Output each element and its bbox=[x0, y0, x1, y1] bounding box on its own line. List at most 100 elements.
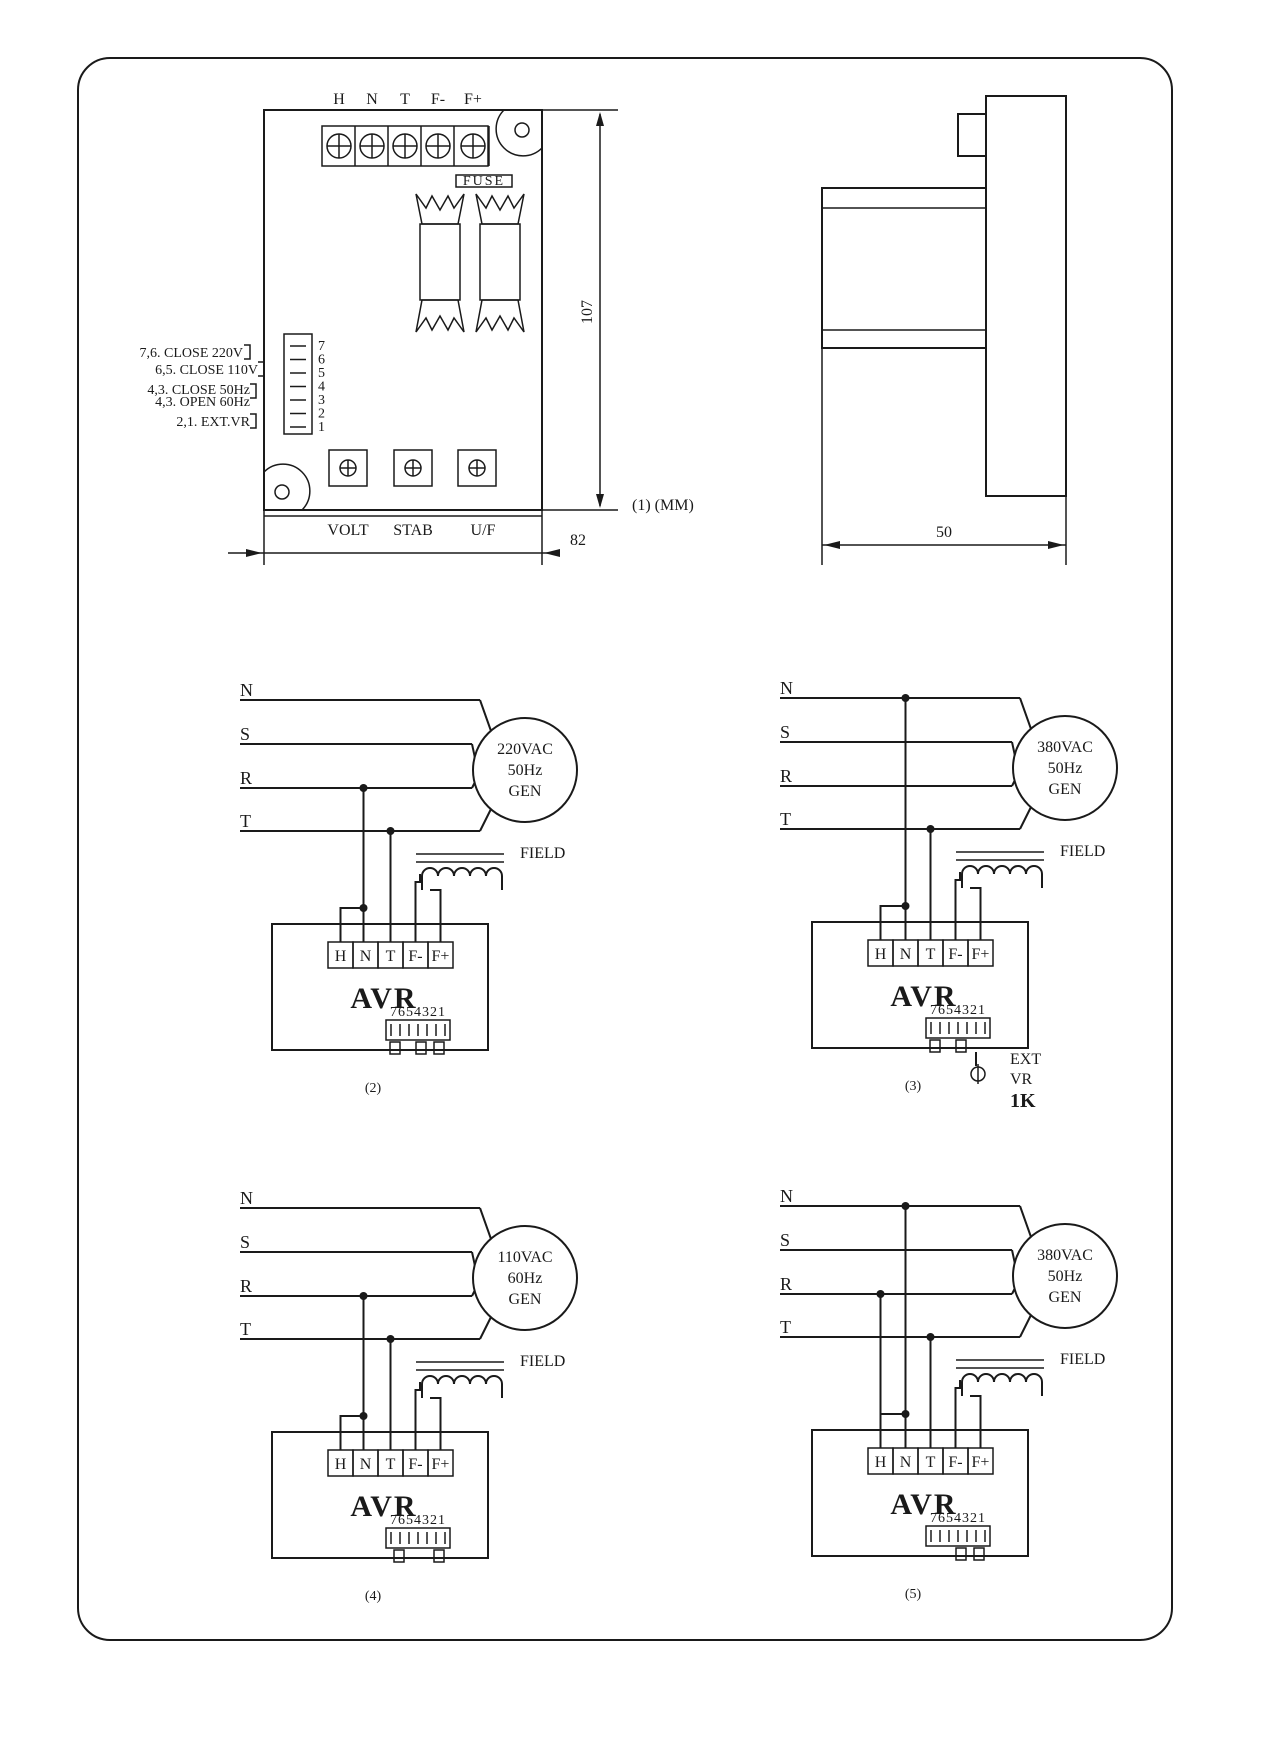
line-label: N bbox=[240, 680, 253, 700]
line-label: R bbox=[780, 1274, 792, 1294]
line-label: R bbox=[240, 768, 252, 788]
diagram-caption: (3) bbox=[905, 1079, 922, 1094]
generator-label: GEN bbox=[1049, 781, 1082, 798]
mounting-hole bbox=[274, 484, 290, 500]
field-coil bbox=[421, 1375, 503, 1398]
diagram-caption: (2) bbox=[365, 1081, 382, 1096]
avr-label: AVR bbox=[350, 1490, 417, 1523]
width-dim-label: 82 bbox=[570, 532, 586, 549]
uf-pot bbox=[457, 449, 497, 487]
dip-number: 5 bbox=[318, 366, 325, 381]
dip-numbers: 7654321 bbox=[390, 1513, 446, 1528]
generator-label: GEN bbox=[509, 1291, 542, 1308]
line-label: S bbox=[780, 722, 790, 742]
front-view-drawing: H N T F- F+ FUSE 7654321 7,6. CLOSE 220V… bbox=[140, 91, 694, 565]
avr-terminal-label: N bbox=[900, 946, 912, 963]
generator bbox=[472, 717, 578, 823]
dip-numbers: 7654321 bbox=[390, 1005, 446, 1020]
terminal-label: F- bbox=[431, 91, 445, 108]
avr-label: AVR bbox=[350, 982, 417, 1015]
field-coil bbox=[961, 865, 1043, 888]
dip-switch bbox=[925, 1525, 991, 1547]
jumper-note: 4,3. OPEN 60Hz bbox=[155, 395, 250, 410]
mounting-hole bbox=[514, 122, 530, 138]
terminal-screw bbox=[425, 133, 451, 159]
jumper bbox=[433, 1549, 445, 1563]
fuse-label: FUSE bbox=[463, 174, 505, 189]
avr-terminal-label: T bbox=[386, 948, 396, 965]
depth-dim-label: 50 bbox=[936, 524, 952, 541]
terminal-label: F+ bbox=[464, 91, 482, 108]
jumper bbox=[393, 1549, 405, 1563]
field-coil bbox=[961, 1373, 1043, 1396]
avr-terminal-label: F+ bbox=[432, 948, 450, 965]
line-label: T bbox=[780, 809, 791, 829]
fuse bbox=[455, 174, 513, 188]
avr-box bbox=[811, 921, 1029, 1049]
terminal-screw bbox=[359, 133, 385, 159]
avr-terminal-label: T bbox=[386, 1456, 396, 1473]
height-dim-label: 107 bbox=[579, 300, 596, 324]
side-connector bbox=[957, 113, 987, 157]
dip-switch bbox=[925, 1017, 991, 1039]
terminal-labels: H N T F- F+ bbox=[333, 91, 482, 108]
generator-label: 60Hz bbox=[508, 1270, 543, 1287]
jumper bbox=[955, 1547, 967, 1561]
jumper-note: 6,5. CLOSE 110V bbox=[155, 363, 258, 378]
line-label: S bbox=[780, 1230, 790, 1250]
stab-pot bbox=[393, 449, 433, 487]
field-label: FIELD bbox=[1060, 1351, 1105, 1368]
field-label: FIELD bbox=[1060, 843, 1105, 860]
heatsink bbox=[475, 193, 525, 333]
avr-terminal-label: F+ bbox=[432, 1456, 450, 1473]
line-label: S bbox=[240, 1232, 250, 1252]
terminal-block bbox=[321, 125, 489, 167]
jumper-note: 4,3. CLOSE 50Hz bbox=[147, 383, 250, 398]
unit-caption: (1) (MM) bbox=[632, 497, 694, 514]
heatsinks bbox=[415, 193, 525, 333]
terminal-label: H bbox=[333, 91, 345, 108]
diagram-caption: (5) bbox=[905, 1587, 922, 1602]
terminal-label: T bbox=[400, 91, 410, 108]
avr-terminal-label: N bbox=[360, 1456, 372, 1473]
avr-terminal-label: H bbox=[335, 1456, 347, 1473]
avr-terminal-label: F- bbox=[408, 1456, 422, 1473]
generator-label: 220VAC bbox=[497, 741, 553, 758]
dip-number: 2 bbox=[318, 407, 325, 422]
jumper-note: 2,1. EXT.VR bbox=[176, 415, 250, 430]
jumper bbox=[415, 1041, 427, 1055]
field-label: FIELD bbox=[520, 1353, 565, 1370]
jumper bbox=[389, 1041, 401, 1055]
generator-label: 110VAC bbox=[497, 1249, 552, 1266]
generator-label: GEN bbox=[509, 783, 542, 800]
avr-terminal-label: F- bbox=[948, 1454, 962, 1471]
volt-pot bbox=[328, 449, 368, 487]
terminal-screw bbox=[392, 133, 418, 159]
generator bbox=[1012, 715, 1118, 821]
dip-number: 4 bbox=[318, 380, 325, 395]
generator-label: 50Hz bbox=[508, 762, 543, 779]
generator bbox=[472, 1225, 578, 1331]
avr-terminal-label: H bbox=[875, 946, 887, 963]
line-label: N bbox=[780, 1186, 793, 1206]
avr-terminal-label: F- bbox=[948, 946, 962, 963]
dip-number: 3 bbox=[318, 393, 325, 408]
pot-label-volt: VOLT bbox=[327, 522, 368, 539]
line-label: T bbox=[240, 1319, 251, 1339]
avr-label: AVR bbox=[890, 980, 957, 1013]
avr-terminal-label: N bbox=[900, 1454, 912, 1471]
diagram-caption: (4) bbox=[365, 1589, 382, 1604]
jumper-note: 7,6. CLOSE 220V bbox=[140, 346, 243, 361]
line-label: T bbox=[780, 1317, 791, 1337]
generator-label: 380VAC bbox=[1037, 1247, 1093, 1264]
dip-switch bbox=[385, 1019, 451, 1041]
avr-terminal-label: F- bbox=[408, 948, 422, 965]
dip-switch-strip bbox=[283, 333, 313, 435]
jumper-notes: 7,6. CLOSE 220V 6,5. CLOSE 110V 4,3. CLO… bbox=[140, 344, 265, 430]
terminal-label: N bbox=[366, 91, 378, 108]
avr-terminal-label: T bbox=[926, 1454, 936, 1471]
